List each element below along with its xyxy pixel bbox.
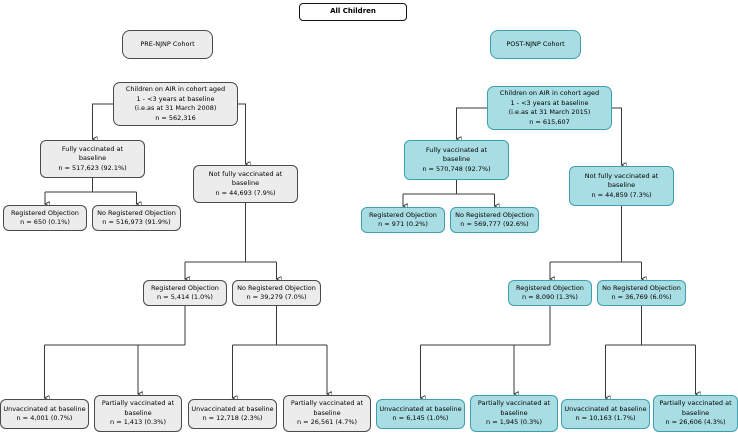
node-pre-registered-objection-notfully: Registered Objection n = 5,414 (1.0%) bbox=[143, 280, 227, 306]
node-pre-not-fully-vaccinated: Not fully vaccinated at baseline n = 44,… bbox=[193, 165, 298, 203]
node-pre-partially-vaccinated-reg: Partially vaccinated at baseline n = 1,4… bbox=[94, 395, 182, 432]
node-post-registered-objection-notfully: Registered Objection n = 8,090 (1.3%) bbox=[508, 280, 592, 306]
node-pre-registered-objection-fully: Registered Objection n = 650 (0.1%) bbox=[3, 205, 87, 231]
node-post-no-registered-objection-fully: No Registered Objection n = 569,777 (92.… bbox=[450, 207, 539, 233]
node-pre-children-on-air: Children on AIR in cohort aged 1 - <3 ye… bbox=[113, 82, 238, 126]
node-post-njnp-cohort: POST-NJNP Cohort bbox=[490, 30, 581, 59]
node-post-unvaccinated-reg: Unvaccinated at baseline n = 6,145 (1.0%… bbox=[376, 399, 465, 429]
node-post-no-registered-objection-notfully: No Registered Objection n = 36,769 (6.0%… bbox=[597, 280, 686, 306]
node-pre-no-registered-objection-fully: No Registered Objection n = 516,973 (91.… bbox=[92, 205, 181, 231]
node-pre-unvaccinated-noreg: Unvaccinated at baseline n = 12,718 (2.3… bbox=[188, 399, 277, 429]
node-post-registered-objection-fully: Registered Objection n = 971 (0.2%) bbox=[361, 207, 445, 233]
node-pre-partially-vaccinated-noreg: Partially vaccinated at baseline n = 26,… bbox=[283, 395, 371, 432]
node-post-not-fully-vaccinated: Not fully vaccinated at baseline n = 44,… bbox=[569, 166, 674, 206]
node-post-fully-vaccinated: Fully vaccinated at baseline n = 570,748… bbox=[404, 140, 509, 180]
node-all-children: All Children bbox=[299, 3, 407, 21]
node-pre-fully-vaccinated: Fully vaccinated at baseline n = 517,623… bbox=[40, 140, 145, 178]
node-pre-unvaccinated-reg: Unvaccinated at baseline n = 4,001 (0.7%… bbox=[0, 399, 89, 429]
node-post-unvaccinated-noreg: Unvaccinated at baseline n = 10,163 (1.7… bbox=[561, 399, 650, 429]
node-post-children-on-air: Children on AIR in cohort aged 1 - <3 ye… bbox=[487, 86, 612, 130]
node-post-partially-vaccinated-reg: Partially vaccinated at baseline n = 1,9… bbox=[470, 395, 558, 432]
node-post-partially-vaccinated-noreg: Partially vaccinated at baseline n = 26,… bbox=[653, 395, 738, 432]
node-pre-no-registered-objection-notfully: No Registered Objection n = 39,279 (7.0%… bbox=[232, 280, 321, 306]
node-pre-njnp-cohort: PRE-NJNP Cohort bbox=[122, 30, 213, 59]
